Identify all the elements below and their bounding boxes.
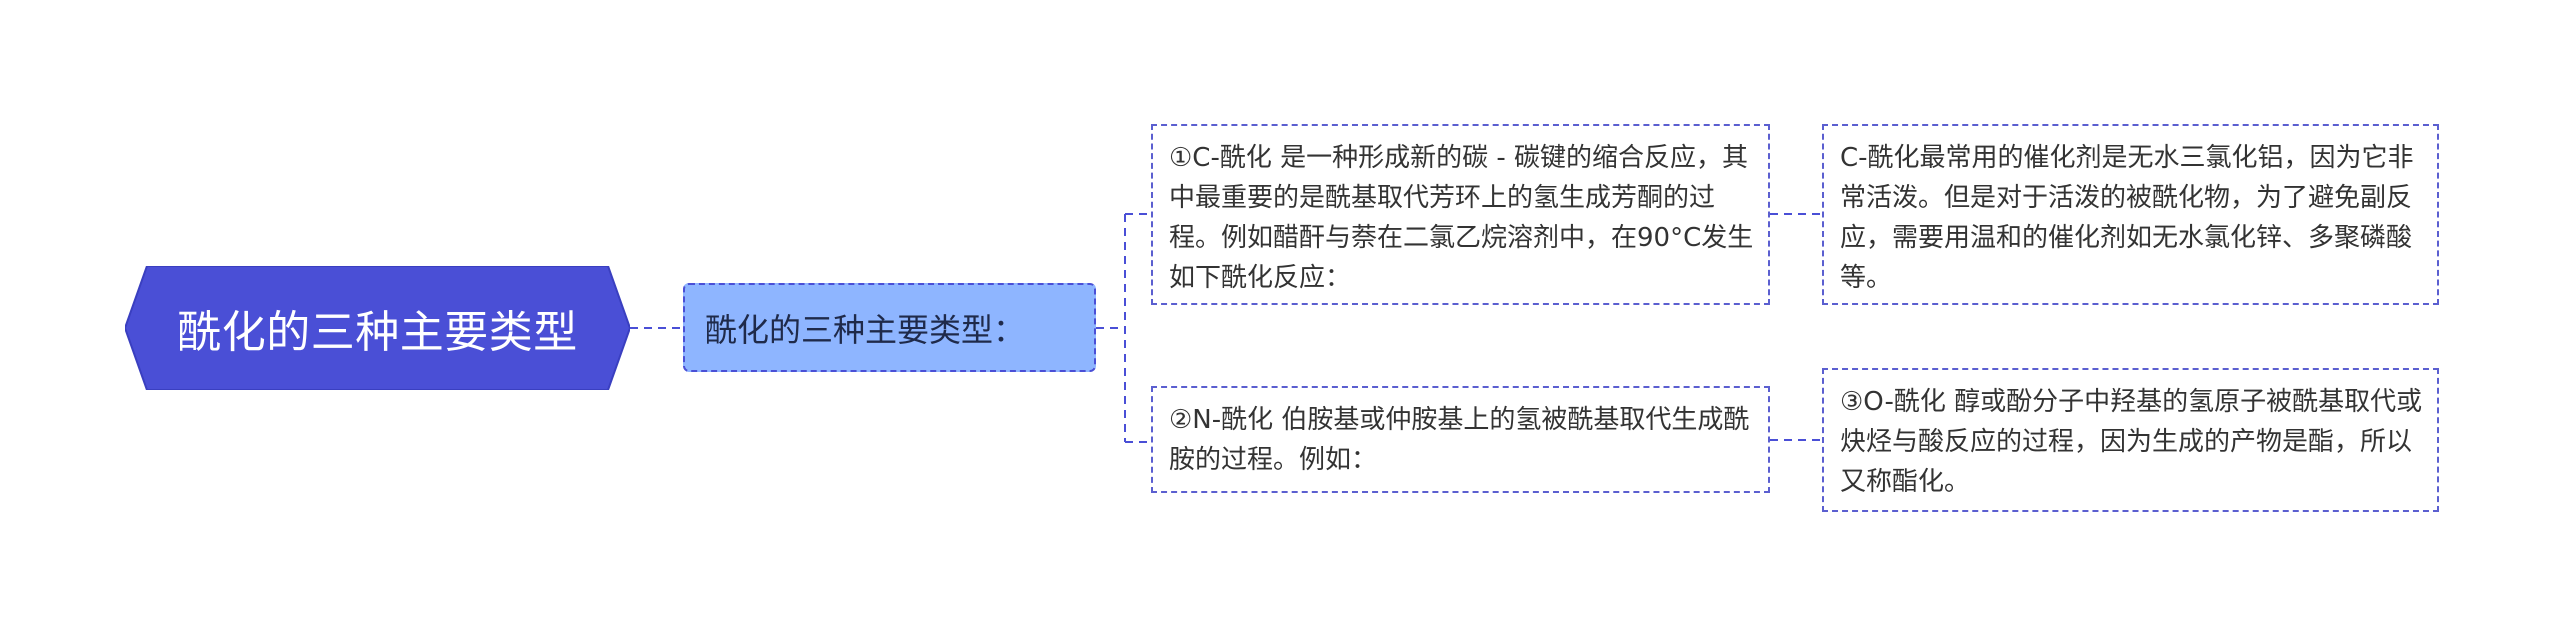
root-node[interactable]: 酰化的三种主要类型 (125, 266, 630, 390)
root-label: 酰化的三种主要类型 (177, 307, 578, 358)
branch-node-n-acylation[interactable]: ②N-酰化 伯胺基或仲胺基上的氢被酰基取代生成酰胺的过程。例如： (1151, 386, 1770, 493)
leaf-node-catalyst[interactable]: C-酰化最常用的催化剂是无水三氯化铝，因为它非常活泼。但是对于活泼的被酰化物，为… (1822, 124, 2439, 305)
mid-node[interactable]: 酰化的三种主要类型： (683, 283, 1096, 372)
root-hexagon-shape (125, 266, 630, 390)
branch-node-c-acylation[interactable]: ①C-酰化 是一种形成新的碳 - 碳键的缩合反应，其中最重要的是酰基取代芳环上的… (1151, 124, 1770, 305)
leaf-node-o-acylation[interactable]: ③O-酰化 醇或酚分子中羟基的氢原子被酰基取代或炔烃与酸反应的过程，因为生成的产… (1822, 368, 2439, 512)
connector-mid-branches (1096, 213, 1151, 443)
